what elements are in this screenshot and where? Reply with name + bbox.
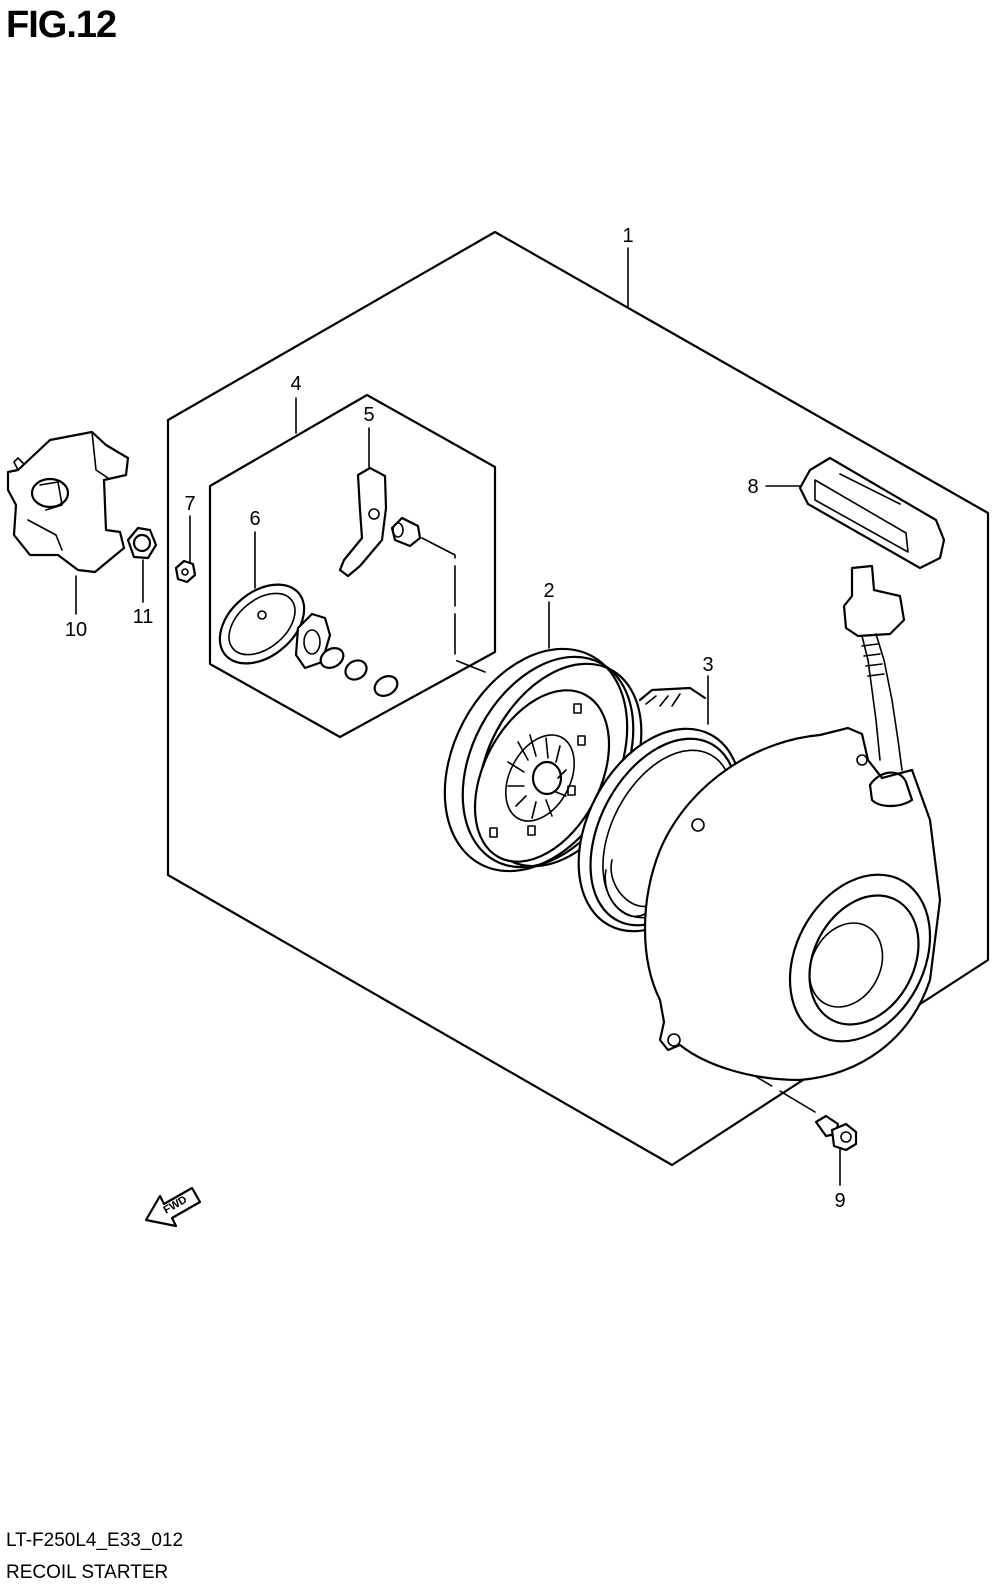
ratchet-subassembly-outline [208,393,497,739]
part-6-washer [218,583,306,665]
callout-6: 6 [249,508,260,530]
fwd-arrow-icon: FWD [144,1186,202,1228]
callout-5: 5 [363,404,374,426]
ratchet-small-parts [294,612,399,697]
callout-8: 8 [747,476,758,498]
callout-9: 9 [834,1190,845,1212]
part-9-bolt [814,1114,858,1152]
figure-name: RECOIL STARTER [6,1562,169,1583]
part-11-nut [126,526,158,560]
callout-4: 4 [290,373,301,395]
callout-3: 3 [702,654,713,676]
callout-7: 7 [184,493,195,515]
callouts: 1 2 3 4 5 6 7 8 9 10 11 [65,225,846,1212]
part-5-ratchet-pawl [338,466,422,578]
figure-title: FIG.12 [6,4,117,46]
callout-1: 1 [622,225,633,247]
callout-2: 2 [543,580,554,602]
part-7-nut [174,559,197,584]
part-1-case [643,726,942,1082]
part-10-starter-cup [6,430,130,574]
assembly-outline [166,230,990,1167]
leader-lines [75,247,841,1186]
callout-11: 11 [133,606,154,628]
figure-code: LT-F250L4_E33_012 [6,1530,184,1551]
callout-10: 10 [65,619,87,641]
part-8-starter-handle [798,456,946,771]
